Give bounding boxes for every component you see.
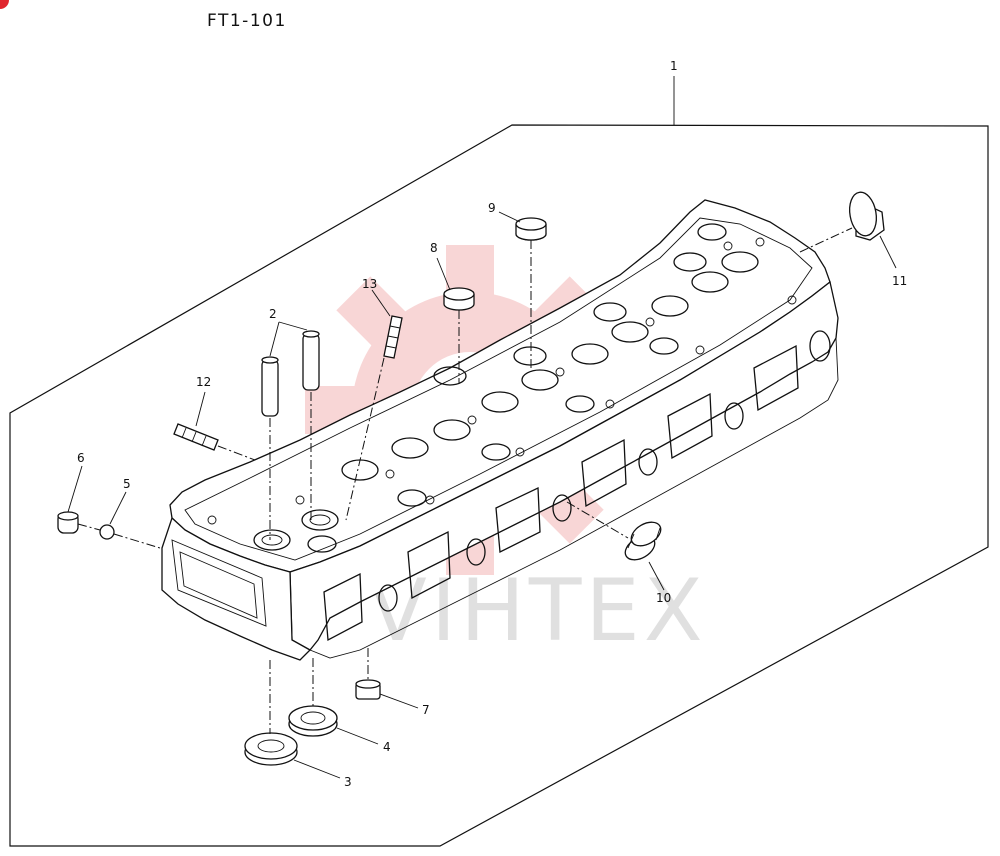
callouts: 1 2 3 4 5 6 7 8 9 10 11 12 13 [77,59,907,789]
part-13-stud [383,315,403,359]
page-code: FT1-101 [207,11,287,31]
center-lines [77,227,853,734]
callout-5: 5 [123,477,131,491]
cylinder-head [161,199,839,661]
assembly-frame [9,124,989,847]
callout-3: 3 [344,775,352,789]
callout-1: 1 [670,59,678,73]
part-8-cup [443,287,475,311]
bolt-holes [207,237,797,525]
callout-12: 12 [196,375,211,389]
part-2-valve-guides [261,330,320,417]
part-12-stud [173,423,219,451]
part-7-plug [355,679,381,700]
corner-mark-icon [0,0,9,9]
part-6-plug [57,511,79,534]
watermark-text: VIHTEX [368,561,707,661]
callout-9: 9 [488,201,496,215]
callout-11: 11 [892,274,907,288]
part-9-cup [515,217,547,241]
callout-4: 4 [383,740,391,754]
part-11-plug [848,191,885,241]
callout-7: 7 [422,703,430,717]
callout-2: 2 [269,307,277,321]
part-4-seat-ring [288,705,338,737]
exhaust-ports [323,344,799,642]
part-5-ball [99,524,115,540]
leader-lines [67,76,897,779]
callout-8: 8 [430,241,438,255]
port-bosses [378,330,831,612]
callout-6: 6 [77,451,85,465]
valve-seats [253,223,759,553]
part-3-seat-ring [244,732,298,766]
part-10-sleeve [624,521,662,561]
callout-10: 10 [656,591,671,605]
callout-13: 13 [362,277,377,291]
